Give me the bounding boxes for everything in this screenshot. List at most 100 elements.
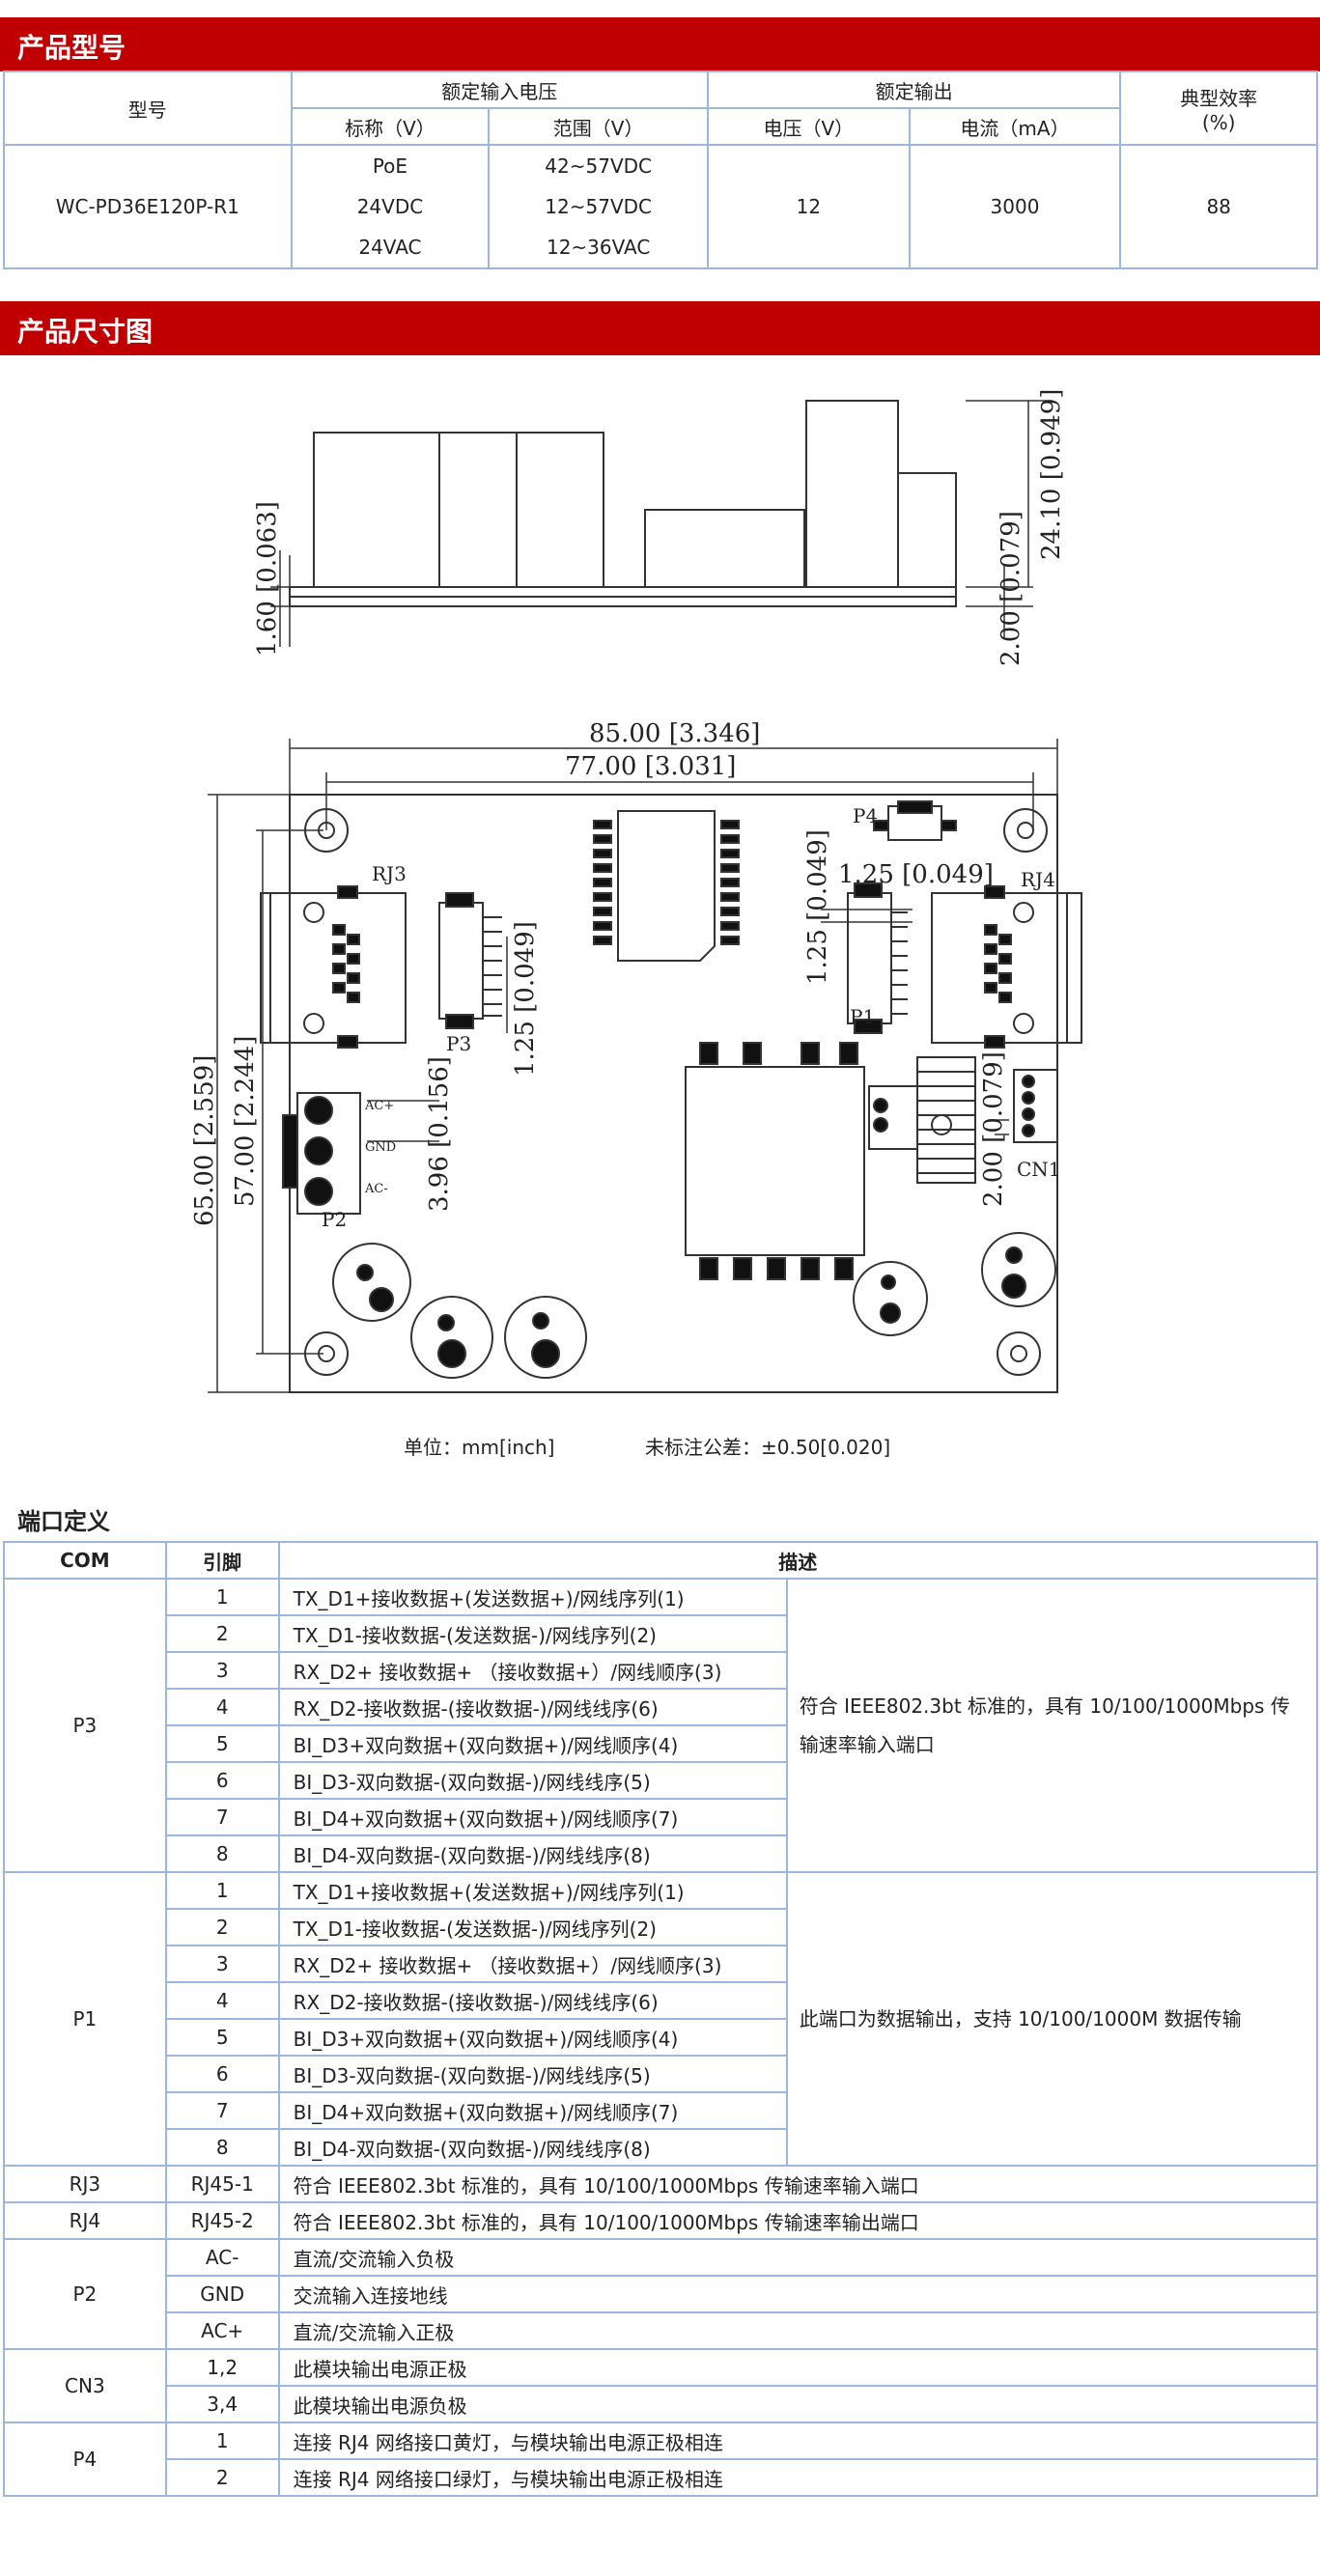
dim-width-holes-label: 77.00 [3.031] <box>565 752 736 781</box>
pin-desc: RX_D2-接收数据-(接收数据-)/网线线序(6) <box>277 1688 788 1726</box>
header-efficiency: 典型效率 (%) <box>1119 70 1318 146</box>
label-rj3: RJ3 <box>372 862 407 885</box>
pin-desc: 连接 RJ4 网络接口黄灯，与模块输出电源正极相连 <box>277 2422 1319 2460</box>
header-current: 电流（mA） <box>908 107 1122 146</box>
header-desc: 描述 <box>277 1541 1319 1580</box>
label-gnd: GND <box>365 1140 396 1155</box>
pin-number: 3,4 <box>164 2385 280 2423</box>
pin-desc: 交流输入连接地线 <box>277 2275 1319 2313</box>
pin-desc: TX_D1+接收数据+(发送数据+)/网线序列(1) <box>277 1871 788 1910</box>
pin-number: 1 <box>164 1578 280 1616</box>
pin-desc: BI_D3-双向数据-(双向数据-)/网线线序(5) <box>277 2055 788 2093</box>
capacitors <box>332 1232 1056 1379</box>
tolerance-note: 未标注公差：±0.50[0.020] <box>645 1436 891 1459</box>
pin-number: AC+ <box>164 2311 280 2350</box>
p1-note: 此端口为数据输出，支持 10/100/1000M 数据传输 <box>785 1871 1319 2167</box>
com-cn3: CN3 <box>3 2348 167 2423</box>
p3-note: 符合 IEEE802.3bt 标准的，具有 10/100/1000Mbps 传输… <box>785 1578 1319 1873</box>
cell-range: 42~57VDC 12~57VDC 12~36VAC <box>488 144 710 269</box>
unit-note: 单位：mm[inch] <box>404 1436 555 1459</box>
label-p4: P4 <box>853 804 878 827</box>
label-rj4: RJ4 <box>1021 868 1055 891</box>
ports-table: COM 引脚 描述 P3 1 TX_D1+接收数据+(发送数据+)/网线序列(1… <box>3 1541 1319 2497</box>
pin-number: 4 <box>164 1688 280 1726</box>
pin-number: 1,2 <box>164 2348 280 2387</box>
com-p4: P4 <box>3 2422 167 2497</box>
pin-desc: 直流/交流输入正极 <box>277 2311 1319 2350</box>
header-model: 型号 <box>3 70 293 146</box>
pin-rj3: RJ45-1 <box>164 2165 280 2203</box>
header-nominal: 标称（V） <box>290 107 491 146</box>
range-value: 12~57VDC <box>545 195 652 218</box>
side-view <box>270 400 1053 647</box>
p1-connector <box>821 882 913 1034</box>
com-p3: P3 <box>3 1578 167 1873</box>
section-title: 产品型号 <box>17 32 126 64</box>
section-title: 产品尺寸图 <box>17 316 154 348</box>
pin-number: 1 <box>164 2422 280 2460</box>
label-p2: P2 <box>322 1208 347 1231</box>
cell-current: 3000 <box>908 144 1122 269</box>
top-dims <box>208 739 1058 1393</box>
pin-number: 3 <box>164 1945 280 1983</box>
pin-desc: 连接 RJ4 网络接口绿灯，与模块输出电源正极相连 <box>277 2458 1319 2497</box>
cell-model: WC-PD36E120P-R1 <box>3 144 293 269</box>
pin-desc: BI_D3+双向数据+(双向数据+)/网线顺序(4) <box>277 1724 788 1763</box>
pin-desc: 直流/交流输入负极 <box>277 2238 1319 2277</box>
model-table: 型号 额定输入电压 额定输出 典型效率 (%) 标称（V） 范围（V） 电压（V… <box>3 70 1318 269</box>
pin-desc: TX_D1+接收数据+(发送数据+)/网线序列(1) <box>277 1578 788 1616</box>
com-p1: P1 <box>3 1871 167 2167</box>
header-eff-unit: (%) <box>1201 110 1236 134</box>
label-p1: P1 <box>850 1005 875 1028</box>
desc-rj4: 符合 IEEE802.3bt 标准的，具有 10/100/1000Mbps 传输… <box>277 2201 1319 2240</box>
pin-number: 6 <box>164 1761 280 1800</box>
nominal-value: 24VDC <box>356 195 424 218</box>
p2-connector <box>282 1092 439 1215</box>
pin-desc: TX_D1-接收数据-(发送数据-)/网线序列(2) <box>277 1908 788 1946</box>
header-input: 额定输入电压 <box>290 70 710 109</box>
section-header-dimensions: 产品尺寸图 <box>0 301 1320 355</box>
pin-desc: TX_D1-接收数据-(发送数据-)/网线序列(2) <box>277 1614 788 1653</box>
pin-desc: RX_D2-接收数据-(接收数据-)/网线线序(6) <box>277 1981 788 2020</box>
header-output: 额定输出 <box>707 70 1122 109</box>
dim-p2-pitch-label: 3.96 [0.156] <box>425 1056 454 1212</box>
header-voltage: 电压（V） <box>707 107 911 146</box>
pin-number: 2 <box>164 2458 280 2497</box>
dim-p1-pitch-h-label: 1.25 [0.049] <box>838 860 994 889</box>
pin-number: 5 <box>164 1724 280 1763</box>
header-range: 范围（V） <box>488 107 710 146</box>
cell-eff: 88 <box>1119 144 1318 269</box>
pin-number: 6 <box>164 2055 280 2093</box>
pin-number: 2 <box>164 1614 280 1653</box>
header-pin: 引脚 <box>164 1541 280 1580</box>
pin-desc: 此模块输出电源负极 <box>277 2385 1319 2423</box>
dim-pcb-left-label: 1.60 [0.063] <box>253 501 282 657</box>
pin-number: 5 <box>164 2018 280 2057</box>
pin-desc: RX_D2+ 接收数据+ （接收数据+）/网线顺序(3) <box>277 1945 788 1983</box>
rj4-connector <box>931 885 1082 1049</box>
desc-rj3: 符合 IEEE802.3bt 标准的，具有 10/100/1000Mbps 传输… <box>277 2165 1319 2203</box>
com-p2: P2 <box>3 2238 167 2350</box>
label-ac-plus: AC+ <box>364 1099 394 1113</box>
pin-desc: 此模块输出电源正极 <box>277 2348 1319 2387</box>
dim-p3-pitch-label: 1.25 [0.049] <box>511 921 540 1077</box>
range-value: 12~36VAC <box>546 236 651 259</box>
pin-desc: BI_D4-双向数据-(双向数据-)/网线线序(8) <box>277 1834 788 1873</box>
ic-top <box>593 810 740 962</box>
nominal-value: 24VAC <box>358 236 422 259</box>
pin-desc: BI_D4+双向数据+(双向数据+)/网线顺序(7) <box>277 2091 788 2130</box>
cell-nominal: PoE 24VDC 24VAC <box>290 144 491 269</box>
section-header-model: 产品型号 <box>0 17 1320 71</box>
header-eff-label: 典型效率 <box>1180 86 1258 110</box>
cn1-connector <box>995 1069 1058 1143</box>
dimension-drawing: 24.10 [0.949] 1.60 [0.063] 2.00 [0.079] … <box>190 389 1082 1393</box>
p4-connector <box>873 800 957 841</box>
pin-number: 1 <box>164 1871 280 1910</box>
pin-desc: BI_D3+双向数据+(双向数据+)/网线顺序(4) <box>277 2018 788 2057</box>
ports-title: 端口定义 <box>17 1508 110 1535</box>
heatsink <box>868 1056 976 1184</box>
pin-desc: RX_D2+ 接收数据+ （接收数据+）/网线顺序(3) <box>277 1651 788 1690</box>
cell-voltage: 12 <box>707 144 911 269</box>
transformer <box>685 1042 865 1280</box>
dim-p1-pitch-v-label: 1.25 [0.049] <box>803 829 832 985</box>
